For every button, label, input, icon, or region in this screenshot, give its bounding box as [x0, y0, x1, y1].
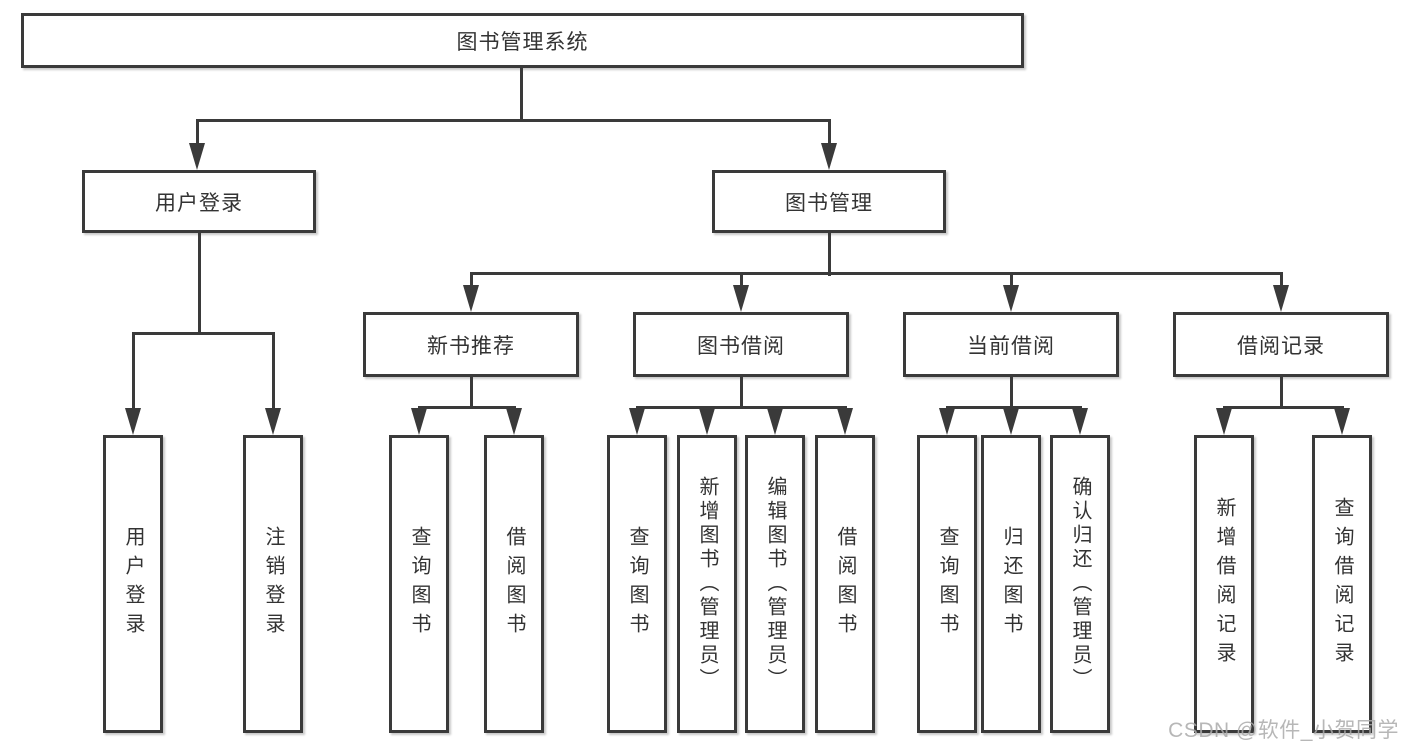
connector-user-login-bus	[132, 332, 275, 335]
arrowhead-icon	[629, 408, 645, 435]
leaf-borrow-books-recommend: 借阅图书	[484, 435, 544, 733]
arrowhead-icon	[821, 143, 837, 170]
leaf-user-login: 用户登录	[103, 435, 163, 733]
leaf-borrow-books: 借阅图书	[815, 435, 875, 733]
node-label: 当前借阅	[967, 334, 1055, 358]
arrowhead-icon	[699, 408, 715, 435]
node-book-borrowing: 图书借阅	[633, 312, 849, 377]
arrowhead-icon	[506, 408, 522, 435]
leaf-label: 用户登录	[122, 526, 144, 642]
arrowhead-icon	[1216, 408, 1232, 435]
connector-drop-leaf-logout	[272, 332, 275, 411]
arrowhead-icon	[1334, 408, 1350, 435]
connector-root-bus	[196, 119, 831, 122]
leaf-label: 借阅图书	[503, 526, 525, 642]
leaf-label: 查询图书	[626, 526, 648, 642]
leaf-query-books-current: 查询图书	[917, 435, 977, 733]
leaf-label: 查询图书	[936, 526, 958, 642]
connector-new-book-bus	[418, 406, 516, 409]
connector-user-login-stem	[198, 233, 201, 335]
arrowhead-icon	[1003, 408, 1019, 435]
leaf-label: 查询图书	[408, 526, 430, 642]
node-label: 用户登录	[155, 191, 243, 215]
arrowhead-icon	[1273, 285, 1289, 312]
arrowhead-icon	[939, 408, 955, 435]
leaf-label: 新增借阅记录	[1213, 497, 1235, 671]
arrowhead-icon	[837, 408, 853, 435]
leaf-return-books: 归还图书	[981, 435, 1041, 733]
connector-current-borrow-bus	[946, 406, 1082, 409]
arrowhead-icon	[733, 285, 749, 312]
leaf-label: 编辑图书（管理员）	[764, 476, 786, 692]
node-book-management: 图书管理	[712, 170, 946, 233]
leaf-label: 借阅图书	[834, 526, 856, 642]
leaf-label: 归还图书	[1000, 526, 1022, 642]
connector-drop-current-borrow	[1010, 272, 1013, 289]
connector-book-management-stem	[828, 233, 831, 276]
leaf-query-books-recommend: 查询图书	[389, 435, 449, 733]
leaf-add-books-admin: 新增图书（管理员）	[677, 435, 737, 733]
node-borrowing-records: 借阅记录	[1173, 312, 1389, 377]
node-label: 借阅记录	[1237, 334, 1325, 358]
connector-drop-borrow-records	[1280, 272, 1283, 289]
arrowhead-icon	[411, 408, 427, 435]
leaf-logout: 注销登录	[243, 435, 303, 733]
node-library-management-system: 图书管理系统	[21, 13, 1024, 68]
leaf-label: 注销登录	[262, 526, 284, 642]
arrowhead-icon	[125, 408, 141, 435]
node-new-book-recommendation: 新书推荐	[363, 312, 579, 377]
connector-drop-book-borrow	[740, 272, 743, 289]
connector-book-borrow-stem	[740, 377, 743, 409]
leaf-query-borrow-record: 查询借阅记录	[1312, 435, 1372, 733]
arrowhead-icon	[189, 143, 205, 170]
arrowhead-icon	[767, 408, 783, 435]
connector-drop-new-book	[470, 272, 473, 289]
node-label: 图书借阅	[697, 334, 785, 358]
arrowhead-icon	[265, 408, 281, 435]
connector-book-borrow-bus	[636, 406, 847, 409]
connector-book-management-bus	[470, 272, 1283, 275]
connector-root-stem	[520, 68, 523, 121]
connector-borrow-records-bus	[1223, 406, 1344, 409]
leaf-label: 确认归还（管理员）	[1069, 476, 1091, 692]
connector-current-borrow-stem	[1010, 377, 1013, 409]
leaf-confirm-return-admin: 确认归还（管理员）	[1050, 435, 1110, 733]
node-current-borrowing: 当前借阅	[903, 312, 1119, 377]
node-label: 图书管理	[785, 191, 873, 215]
leaf-edit-books-admin: 编辑图书（管理员）	[745, 435, 805, 733]
arrowhead-icon	[463, 285, 479, 312]
node-label: 图书管理系统	[456, 30, 589, 54]
leaf-add-borrow-record: 新增借阅记录	[1194, 435, 1254, 733]
arrowhead-icon	[1072, 408, 1088, 435]
leaf-label: 查询借阅记录	[1331, 497, 1353, 671]
node-user-login: 用户登录	[82, 170, 316, 233]
connector-drop-book-management	[828, 119, 831, 147]
node-label: 新书推荐	[427, 334, 515, 358]
connector-borrow-records-stem	[1280, 377, 1283, 409]
leaf-query-books-borrowing: 查询图书	[607, 435, 667, 733]
connector-drop-user-login	[196, 119, 199, 147]
leaf-label: 新增图书（管理员）	[696, 476, 718, 692]
connector-new-book-stem	[470, 377, 473, 409]
connector-drop-leaf-user-login	[132, 332, 135, 411]
arrowhead-icon	[1003, 285, 1019, 312]
